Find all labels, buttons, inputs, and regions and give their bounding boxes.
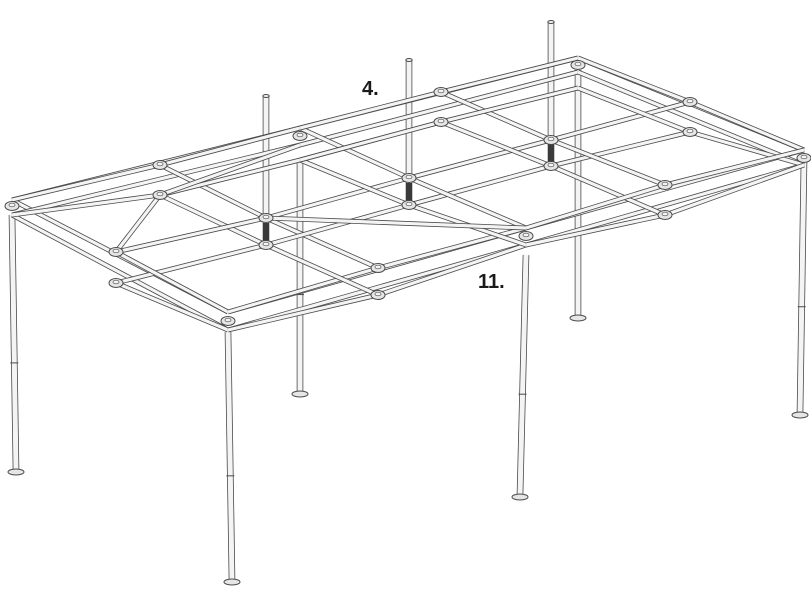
joint-bracket-15	[401, 173, 417, 183]
truss-bar-58	[299, 119, 442, 163]
leg-4	[791, 159, 809, 419]
joint-bracket-10	[108, 278, 124, 288]
truss-bar-41	[550, 99, 691, 143]
callout-part-11: 11.	[478, 271, 505, 293]
truss-bar-30	[265, 202, 410, 248]
foot-plate	[511, 493, 529, 501]
truss-bar-9	[577, 69, 805, 168]
truss-bar-36	[440, 119, 552, 169]
joint-bracket-2	[292, 131, 308, 141]
joint-bracket-16	[401, 200, 417, 210]
joint-bracket-7	[152, 160, 168, 170]
truss-bar-14	[158, 162, 268, 221]
truss-bar-42	[550, 129, 691, 169]
leg-2	[223, 331, 241, 586]
truss-bar-22	[227, 292, 379, 333]
truss-bar-35	[440, 89, 552, 143]
joint-bracket-17	[543, 135, 559, 145]
truss-bar-57	[159, 142, 301, 198]
truss-bar-32	[408, 163, 552, 208]
pole-spring-section	[263, 223, 269, 241]
leg-6	[569, 70, 587, 322]
joint-bracket-4	[796, 153, 811, 163]
truss-bar-50	[664, 162, 805, 218]
foot-plate	[791, 411, 809, 419]
truss-bar-34	[299, 157, 410, 208]
truss-joints	[4, 60, 811, 326]
joint-bracket-23	[657, 180, 673, 190]
foot-plate	[291, 390, 309, 398]
truss-bar-56	[114, 193, 162, 254]
truss-bar-55	[265, 215, 527, 231]
truss-bar-29	[265, 175, 410, 221]
pole-spring-section	[406, 183, 412, 201]
truss-bar-45	[689, 99, 805, 153]
truss-bar-40	[440, 85, 579, 125]
joint-bracket-1	[4, 201, 20, 211]
joint-bracket-12	[370, 290, 386, 300]
joint-bracket-20	[433, 117, 449, 127]
truss-bar-21	[227, 265, 379, 315]
truss-bar-18	[115, 242, 267, 286]
truss-bar-10	[525, 162, 805, 248]
truss-bar-47	[550, 137, 666, 188]
joint-bracket-8	[152, 190, 168, 200]
joint-bracket-6	[220, 316, 236, 326]
joint-bracket-18	[543, 161, 559, 171]
truss-bar-11	[227, 242, 527, 333]
truss-bar-51	[408, 175, 527, 231]
truss-bar-8	[299, 69, 579, 148]
joint-bracket-22	[682, 127, 698, 137]
foot-plate	[7, 468, 25, 476]
truss-bar-31	[408, 137, 552, 181]
roof-trusses	[10, 55, 805, 333]
joint-bracket-21	[682, 97, 698, 107]
leg-3	[511, 254, 530, 501]
foot-plate	[569, 314, 587, 322]
truss-bar-26	[377, 242, 527, 298]
truss-bar-16	[158, 192, 268, 248]
joint-bracket-14	[258, 240, 274, 250]
truss-bar-37	[299, 89, 442, 131]
truss-bar-49	[664, 147, 805, 188]
truss-bar-20	[115, 280, 229, 333]
truss-bar-54	[525, 212, 666, 248]
joint-bracket-13	[258, 213, 274, 223]
truss-bar-43	[577, 55, 691, 105]
truss-bar-46	[689, 129, 805, 168]
leg-1	[7, 214, 25, 476]
frame-legs	[7, 70, 809, 586]
truss-bar-33	[298, 125, 411, 181]
callout-part-4: 4.	[362, 78, 379, 100]
truss-bar-13	[11, 162, 161, 203]
leg-5	[291, 160, 309, 398]
truss-bar-17	[115, 215, 267, 255]
foot-plate	[223, 578, 241, 586]
truss-bar-39	[440, 55, 579, 95]
truss-bar-27	[159, 125, 301, 168]
truss-bar-48	[550, 163, 666, 218]
joint-bracket-19	[433, 87, 449, 97]
joint-bracket-24	[657, 210, 673, 220]
truss-bar-25	[377, 225, 527, 271]
joint-bracket-5	[518, 231, 534, 241]
truss-bar-12	[10, 212, 230, 333]
truss-bar-23	[265, 215, 379, 271]
truss-bar-44	[577, 85, 691, 135]
truss-bar-7	[11, 142, 301, 218]
joint-bracket-3	[570, 60, 586, 70]
joint-bracket-11	[370, 263, 386, 273]
joint-bracket-9	[108, 247, 124, 257]
truss-bar-15	[11, 192, 161, 218]
truss-bar-24	[265, 242, 379, 298]
truss-bar-53	[525, 182, 666, 231]
pole-spring-section	[548, 144, 554, 162]
truss-bar-19	[114, 249, 230, 315]
